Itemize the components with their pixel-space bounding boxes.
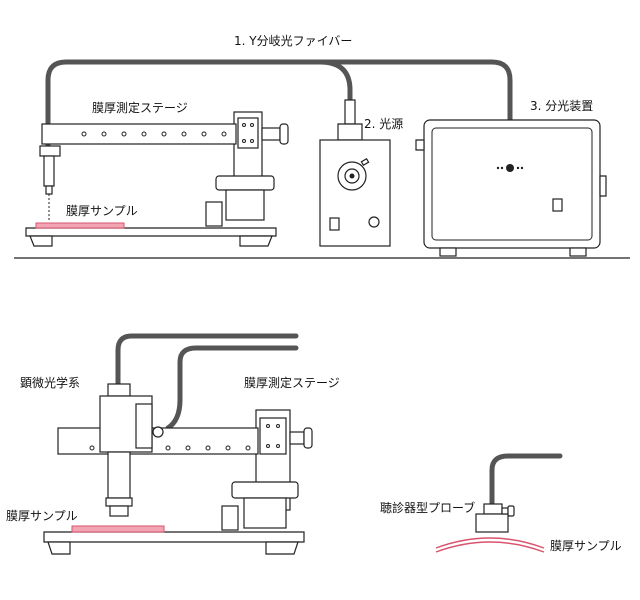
- light-source: [319, 99, 391, 247]
- bottom-left-sample-label: 膜厚サンプル: [6, 509, 78, 523]
- microscope-fiber-1: [115, 333, 299, 387]
- fiber-label: 1. Y分岐光ファイバー: [234, 34, 352, 48]
- microscope-fiber-2: [165, 345, 299, 431]
- y-branch-fiber: [45, 59, 513, 171]
- top-sample-label: 膜厚サンプル: [66, 204, 138, 218]
- spectrometer-label: 3. 分光装置: [530, 99, 593, 113]
- spectrometer-handle: [599, 175, 607, 197]
- stage-lift: [225, 189, 265, 221]
- microscope-optics: [99, 383, 164, 517]
- stage-foot-right: [239, 235, 273, 247]
- bottom-right-diagram: [435, 453, 563, 553]
- curved-sample-bottom: [435, 541, 545, 553]
- stethoscope-probe: [475, 513, 509, 533]
- probe-label: 聴診器型プローブ: [380, 500, 475, 515]
- light-source-connector: [344, 99, 356, 125]
- bottom-left-sample: [71, 525, 165, 533]
- probe-fiber: [489, 453, 563, 509]
- top-sample: [35, 222, 125, 229]
- microscope-tube: [107, 451, 131, 499]
- microscope-stage-base: [43, 531, 305, 543]
- stage-foot-left: [29, 235, 53, 247]
- light-source-neck: [337, 123, 363, 141]
- spectrometer-switch: [552, 198, 563, 212]
- spectrometer-body: [423, 119, 601, 249]
- probe-tube: [43, 155, 55, 187]
- microscope-objective: [109, 505, 129, 517]
- spectrometer-panel: [431, 127, 593, 241]
- light-source-switch: [329, 217, 340, 231]
- stage-clamp: [205, 201, 223, 227]
- top-stage: [25, 111, 289, 247]
- microscope-label: 顕微光学系: [20, 375, 80, 390]
- top-stage-label: 膜厚測定ステージ: [92, 100, 188, 115]
- arm-holes: [81, 131, 227, 137]
- probe-holder: [39, 145, 61, 157]
- stage-knob: [279, 123, 289, 145]
- stage-arm: [41, 123, 237, 145]
- probe-neck: [483, 503, 503, 515]
- stage-knob-stem: [261, 127, 281, 141]
- light-source-label: 2. 光源: [364, 117, 403, 131]
- bottom-left-diagram: [43, 333, 313, 555]
- stage-turret: [215, 175, 275, 191]
- top-diagram: 1. Y分岐光ファイバー: [14, 34, 630, 259]
- spectrometer: [415, 119, 607, 257]
- light-source-knob: [368, 216, 380, 228]
- spectrometer-port: [506, 164, 514, 172]
- stage-base-plate: [25, 227, 277, 237]
- probe-tip: [45, 185, 53, 195]
- curved-sample-top: [435, 537, 545, 549]
- stage-z-block: [237, 117, 259, 149]
- bottom-right-sample-label: 膜厚サンプル: [550, 539, 622, 553]
- bottom-stage-label: 膜厚測定ステージ: [244, 375, 340, 390]
- y-branch-fiber-branch: [317, 59, 353, 103]
- microscope-stage-knob: [303, 427, 313, 449]
